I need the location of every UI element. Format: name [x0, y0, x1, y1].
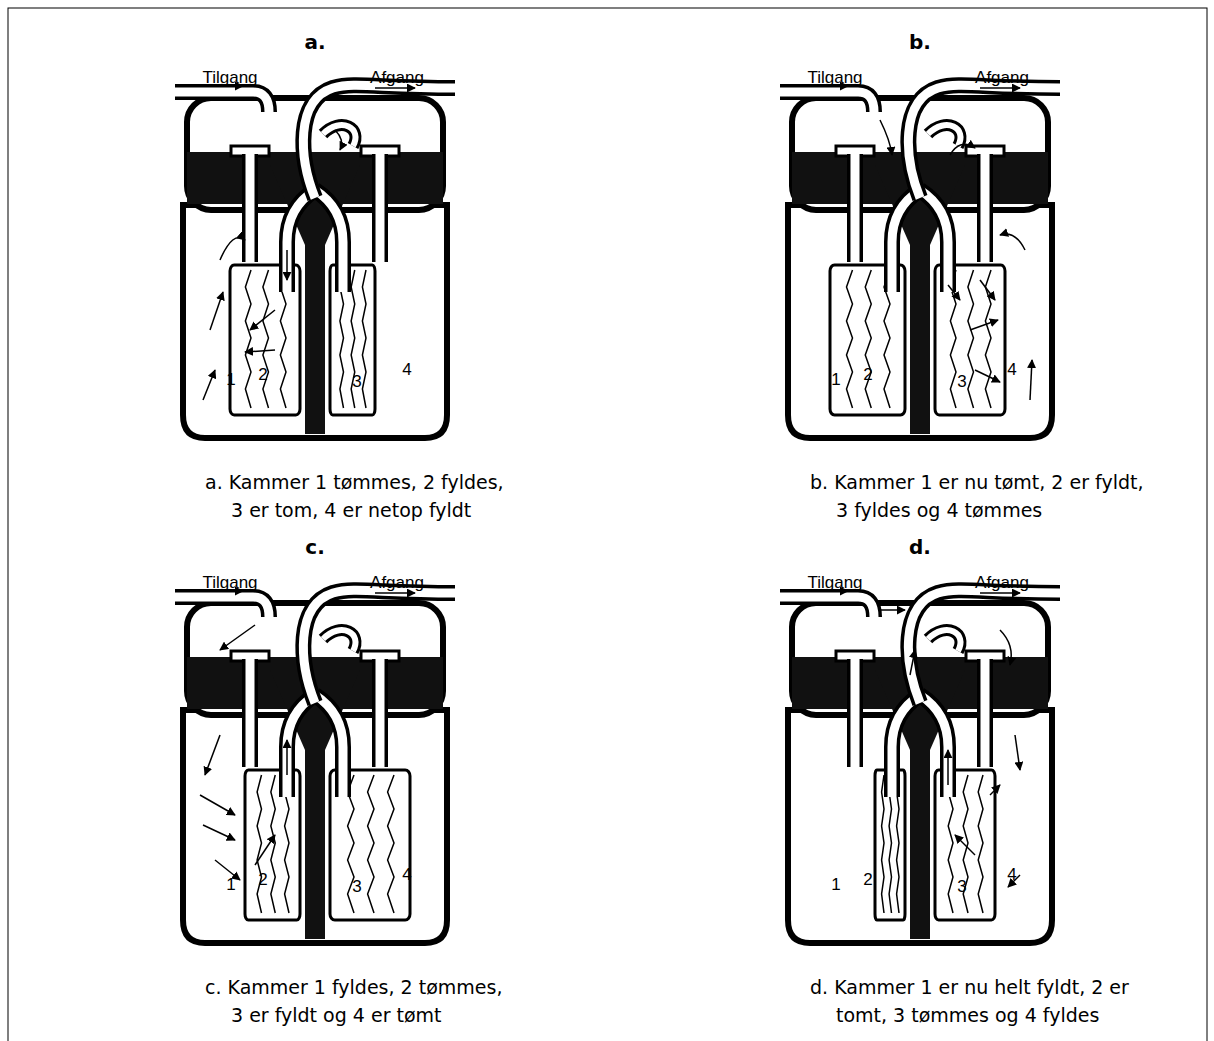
panel-letter: b. [909, 30, 931, 54]
chamber-number: 1 [831, 875, 840, 895]
outlet-label: Afgang [975, 573, 1029, 593]
chamber-number: 3 [957, 877, 966, 897]
meter-panel [175, 85, 455, 438]
panel-caption: d. Kammer 1 er nu helt fyldt, 2 er tomt,… [810, 973, 1155, 1029]
chamber-number: 4 [402, 865, 411, 885]
chamber-number: 2 [863, 365, 872, 385]
outlet-label: Afgang [370, 68, 424, 88]
panel-letter: d. [909, 535, 931, 559]
chamber-number: 2 [863, 870, 872, 890]
panel-letter: a. [304, 30, 325, 54]
outlet-label: Afgang [370, 573, 424, 593]
panel-caption: c. Kammer 1 fyldes, 2 tømmes, 3 er fyldt… [205, 973, 513, 1029]
chamber-number: 4 [1007, 360, 1016, 380]
panel-caption: a. Kammer 1 tømmes, 2 fyldes, 3 er tom, … [205, 468, 513, 524]
inlet-label: Tilgang [807, 68, 862, 88]
chamber-number: 3 [352, 877, 361, 897]
chamber-number: 3 [957, 372, 966, 392]
chamber-number: 1 [226, 875, 235, 895]
inlet-label: Tilgang [202, 68, 257, 88]
meter-panel [780, 85, 1060, 438]
chamber-number: 4 [1007, 865, 1016, 885]
meter-panel [175, 590, 455, 943]
chamber-number: 1 [831, 370, 840, 390]
inlet-label: Tilgang [807, 573, 862, 593]
meter-panel [780, 590, 1060, 943]
chamber-number: 1 [226, 370, 235, 390]
chamber-number: 3 [352, 372, 361, 392]
frame [8, 8, 1207, 1041]
outlet-label: Afgang [975, 68, 1029, 88]
chamber-number: 4 [402, 360, 411, 380]
inlet-label: Tilgang [202, 573, 257, 593]
chamber-number: 2 [258, 870, 267, 890]
panel-letter: c. [305, 535, 324, 559]
chamber-number: 2 [258, 365, 267, 385]
panel-caption: b. Kammer 1 er nu tømt, 2 er fyldt, 3 fy… [810, 468, 1153, 524]
